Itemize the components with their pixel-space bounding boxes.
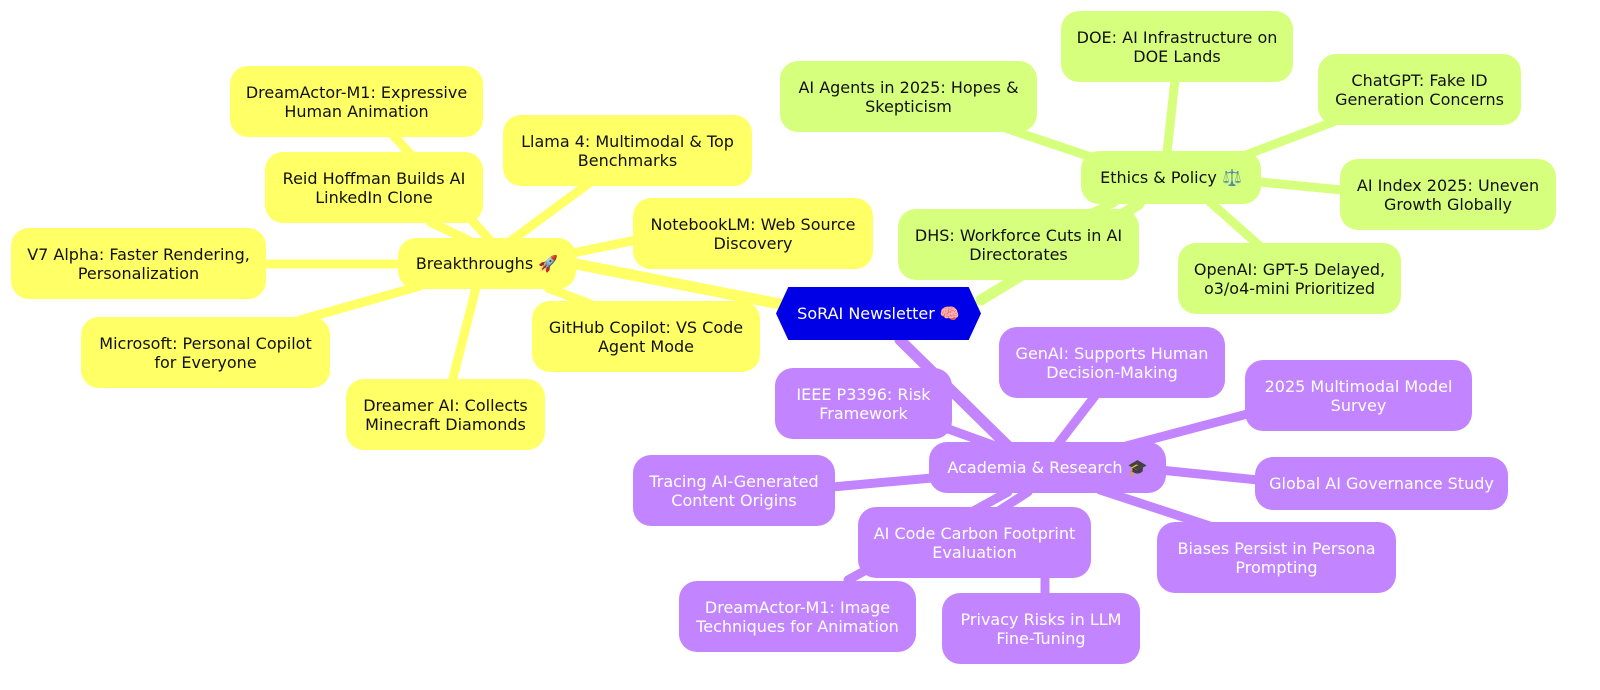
node-ieee-p3396[interactable]: IEEE P3396: Risk Framework [775, 368, 952, 439]
node-llama-4[interactable]: Llama 4: Multimodal & Top Benchmarks [503, 115, 752, 186]
node-ai-agents-2025[interactable]: AI Agents in 2025: Hopes & Skepticism [780, 61, 1037, 132]
node-dhs-workforce[interactable]: DHS: Workforce Cuts in AI Directorates [898, 209, 1139, 280]
edge-bt-llama [507, 179, 593, 245]
edge-bt-microsoft [295, 281, 425, 325]
node-ai-code-carbon[interactable]: AI Code Carbon Footprint Evaluation [858, 507, 1091, 578]
edge-bt-dreamer [447, 283, 481, 387]
edge-eth-agents [1000, 123, 1105, 165]
node-openai-gpt5[interactable]: OpenAI: GPT-5 Delayed, o3/o4-mini Priori… [1178, 243, 1401, 314]
edge-bt-notebooklm [563, 235, 641, 259]
edge-eth-aiindex [1255, 177, 1347, 195]
node-ai-index-2025[interactable]: AI Index 2025: Uneven Growth Globally [1340, 159, 1556, 230]
root-node[interactable]: SoRAI Newsletter 🧠 [776, 287, 981, 340]
node-genai-decision[interactable]: GenAI: Supports Human Decision-Making [999, 327, 1225, 398]
node-v7-alpha[interactable]: V7 Alpha: Faster Rendering, Personalizat… [11, 228, 266, 299]
edge-ac-genai [1053, 391, 1100, 449]
node-doe-infrastructure[interactable]: DOE: AI Infrastructure on DOE Lands [1061, 11, 1293, 82]
edge-eth-chatgpt [1233, 117, 1338, 163]
edge-root-breakthroughs [570, 258, 796, 312]
edge-ac-tracing [827, 473, 937, 492]
node-tracing-ai-content[interactable]: Tracing AI-Generated Content Origins [633, 455, 835, 526]
node-dreamer-ai[interactable]: Dreamer AI: Collects Minecraft Diamonds [346, 379, 545, 450]
node-github-copilot[interactable]: GitHub Copilot: VS Code Agent Mode [532, 301, 760, 372]
edge-ac-biases [1095, 485, 1215, 531]
edge-bt-reid [425, 217, 473, 245]
node-multimodal-survey[interactable]: 2025 Multimodal Model Survey [1245, 360, 1472, 431]
node-chatgpt-fake-id[interactable]: ChatGPT: Fake ID Generation Concerns [1318, 54, 1521, 125]
node-biases-persona[interactable]: Biases Persist in Persona Prompting [1157, 522, 1396, 593]
node-dreamactor-techniques[interactable]: DreamActor-M1: Image Techniques for Anim… [679, 581, 916, 652]
branch-ethics-policy[interactable]: Ethics & Policy ⚖️ [1081, 151, 1261, 204]
node-microsoft-copilot[interactable]: Microsoft: Personal Copilot for Everyone [81, 317, 330, 388]
edge-ac-governance [1155, 465, 1263, 485]
edge-ac-survey [1121, 407, 1260, 451]
branch-breakthroughs[interactable]: Breakthroughs 🚀 [398, 238, 576, 289]
edge-eth-doe [1162, 75, 1180, 157]
branch-academia-research[interactable]: Academia & Research 🎓 [929, 442, 1166, 493]
edge-eth-openai [1205, 197, 1267, 253]
node-reid-hoffman[interactable]: Reid Hoffman Builds AI LinkedIn Clone [265, 152, 483, 223]
node-global-governance[interactable]: Global AI Governance Study [1255, 457, 1508, 510]
node-privacy-risks[interactable]: Privacy Risks in LLM Fine-Tuning [942, 593, 1140, 664]
node-notebooklm[interactable]: NotebookLM: Web Source Discovery [633, 198, 873, 269]
node-dreamactor-animation[interactable]: DreamActor-M1: Expressive Human Animatio… [230, 66, 483, 137]
edge-root-academia [894, 334, 1016, 454]
